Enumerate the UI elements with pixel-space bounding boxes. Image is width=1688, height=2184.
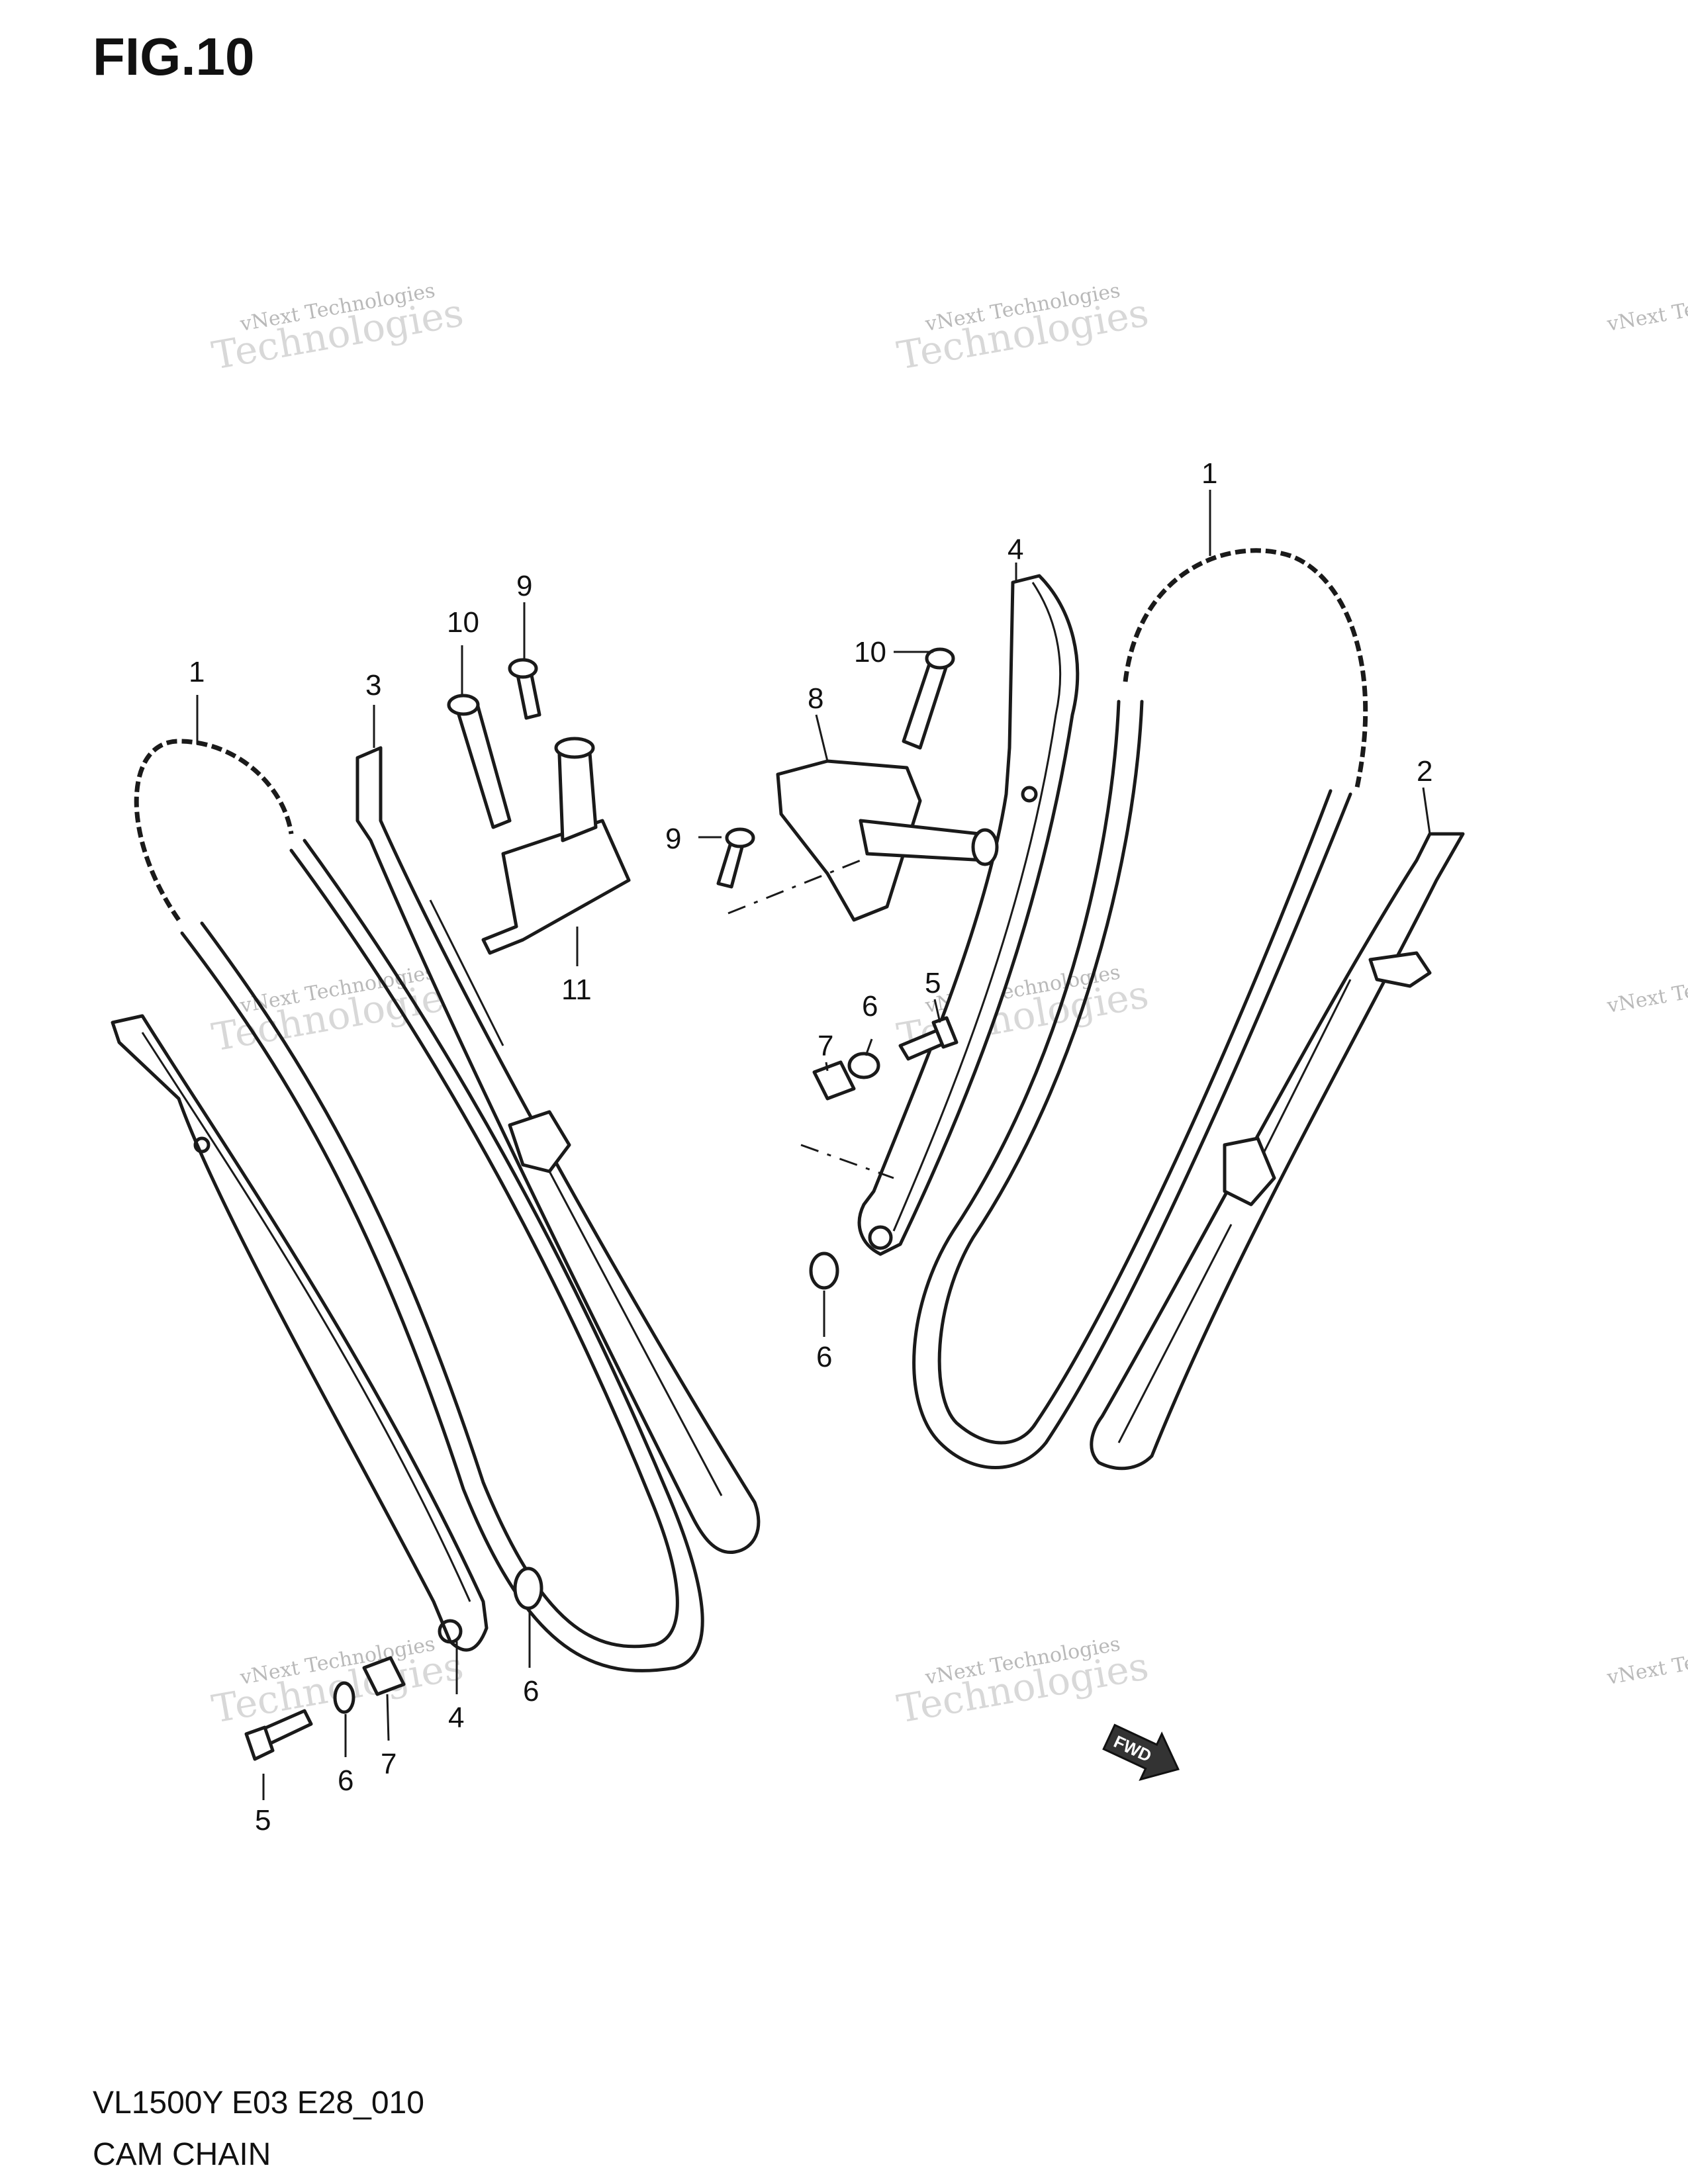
figure-title: FIG.10 (93, 27, 255, 86)
right-tensioner-adjuster (716, 647, 999, 922)
callout-5-right: 5 (925, 967, 941, 999)
callout-4-left: 4 (448, 1702, 464, 1734)
callout-3: 3 (365, 669, 381, 702)
callout-4-right: 4 (1008, 533, 1023, 566)
callout-6-right-bottom: 6 (816, 1341, 832, 1373)
right-cam-chain (912, 548, 1368, 1469)
callout-8: 8 (808, 682, 823, 715)
watermark-text: vNext Technologies (1605, 961, 1688, 1018)
leader-lines (196, 490, 1431, 1800)
right-bolt-washers (800, 1016, 959, 1290)
right-chain-tensioner (1090, 832, 1465, 1471)
callout-5-left: 5 (255, 1804, 271, 1837)
callout-6-right-top: 6 (862, 990, 878, 1023)
fwd-direction-arrow: FWD (1102, 1723, 1180, 1781)
callout-11: 11 (561, 974, 592, 1006)
model-code: VL1500Y E03 E28_010 (93, 2085, 424, 2120)
callout-9-right: 9 (665, 823, 681, 855)
left-chain-guide (111, 1014, 489, 1652)
callout-7-left: 7 (381, 1748, 397, 1780)
callout-10-left: 10 (447, 606, 479, 639)
left-chain-tensioner (355, 746, 761, 1555)
callout-1-left: 1 (189, 656, 205, 688)
figure-name: CAM CHAIN (93, 2137, 271, 2172)
right-chain-guide (857, 574, 1080, 1256)
callout-7-right: 7 (818, 1030, 833, 1062)
left-cam-chain (134, 739, 704, 1672)
left-bolt-washers (244, 1567, 543, 1761)
callout-1-right: 1 (1201, 457, 1217, 490)
watermark-text: vNext Technologies (1605, 1633, 1688, 1690)
callout-labels: 1 3 10 9 11 4 6 5 6 7 1 4 2 8 10 9 5 6 7… (189, 457, 1432, 1837)
callout-10-right: 10 (854, 636, 886, 668)
callout-9-left: 9 (516, 570, 532, 602)
left-tensioner-adjuster (447, 658, 631, 955)
callout-2: 2 (1417, 755, 1432, 788)
watermark-text: vNext Technologies (1605, 279, 1688, 336)
callout-6-left: 6 (338, 1764, 353, 1797)
callout-6-left-top: 6 (523, 1675, 539, 1707)
